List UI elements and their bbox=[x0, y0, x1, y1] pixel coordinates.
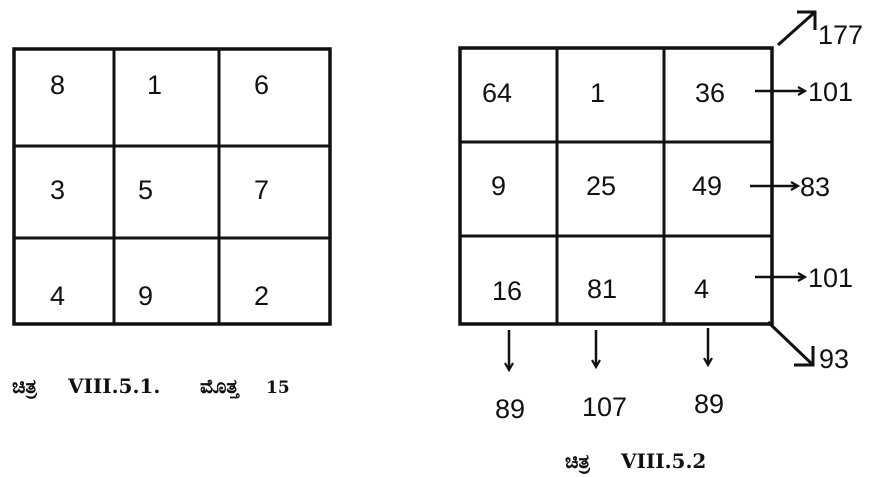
diagonal-down-arrowhead bbox=[794, 346, 815, 367]
diagonal-up-arrowhead bbox=[797, 10, 817, 30]
grid-2-cell: 25 bbox=[586, 171, 616, 201]
diagonal-up-value: 177 bbox=[818, 20, 863, 50]
grid-2-cell: 64 bbox=[482, 78, 512, 108]
grid-2-cells: 64 1 36 9 25 49 16 81 4 bbox=[482, 78, 725, 306]
grid-2-cell: 9 bbox=[491, 171, 506, 201]
diagonal-down-arrow bbox=[766, 320, 815, 367]
column-sums: 89 107 89 bbox=[495, 328, 724, 424]
magic-square-grid-1 bbox=[12, 47, 332, 326]
grid-1-cell: 9 bbox=[138, 281, 153, 311]
grid-1-cell: 8 bbox=[50, 70, 65, 100]
diagonal-down-value: 93 bbox=[819, 344, 849, 374]
caption-figure-2: ಚಿತ್ರ VIII.5.2 bbox=[565, 449, 706, 475]
caption-2-script: ಚಿತ್ರ bbox=[565, 449, 591, 475]
diagonal-sums: 177 93 bbox=[766, 10, 863, 374]
caption-2-label: VIII.5.2 bbox=[620, 449, 706, 473]
column-sum-value: 89 bbox=[495, 394, 525, 424]
row-sum-value: 83 bbox=[800, 172, 830, 202]
row-sum-value: 101 bbox=[808, 77, 853, 107]
grid-1-cell: 3 bbox=[50, 175, 65, 205]
grid-1-cells: 8 1 6 3 5 7 4 9 2 bbox=[50, 70, 269, 311]
column-sum-value: 107 bbox=[582, 392, 627, 422]
caption-figure-1: ಚಿತ್ರ VIII.5.1. ಮೊತ್ತ 15 bbox=[12, 374, 290, 400]
column-sum-value: 89 bbox=[694, 389, 724, 419]
grid-2-cell: 4 bbox=[694, 274, 709, 304]
grid-1-cell: 7 bbox=[254, 175, 269, 205]
caption-1-number: 15 bbox=[266, 378, 290, 398]
grid-1-cell: 2 bbox=[254, 281, 269, 311]
caption-1-script2: ಮೊತ್ತ bbox=[200, 374, 240, 399]
grid-1-cell: 6 bbox=[254, 70, 269, 100]
caption-1-script: ಚಿತ್ರ bbox=[12, 374, 38, 400]
grid-2-cell: 36 bbox=[695, 78, 725, 108]
grid-1-cell: 1 bbox=[147, 70, 162, 100]
grid-1-border bbox=[12, 47, 332, 326]
grid-2-cell: 1 bbox=[590, 78, 605, 108]
grid-1-cell: 5 bbox=[138, 175, 153, 205]
grid-2-cell: 81 bbox=[587, 274, 617, 304]
grid-2-cell: 49 bbox=[692, 171, 722, 201]
row-sum-value: 101 bbox=[808, 263, 853, 293]
diagonal-up-arrow bbox=[777, 10, 816, 47]
grid-2-cell: 16 bbox=[492, 276, 522, 306]
caption-1-label: VIII.5.1. bbox=[67, 374, 160, 398]
grid-1-cell: 4 bbox=[50, 281, 65, 311]
row-sums: 101 83 101 bbox=[750, 77, 853, 293]
